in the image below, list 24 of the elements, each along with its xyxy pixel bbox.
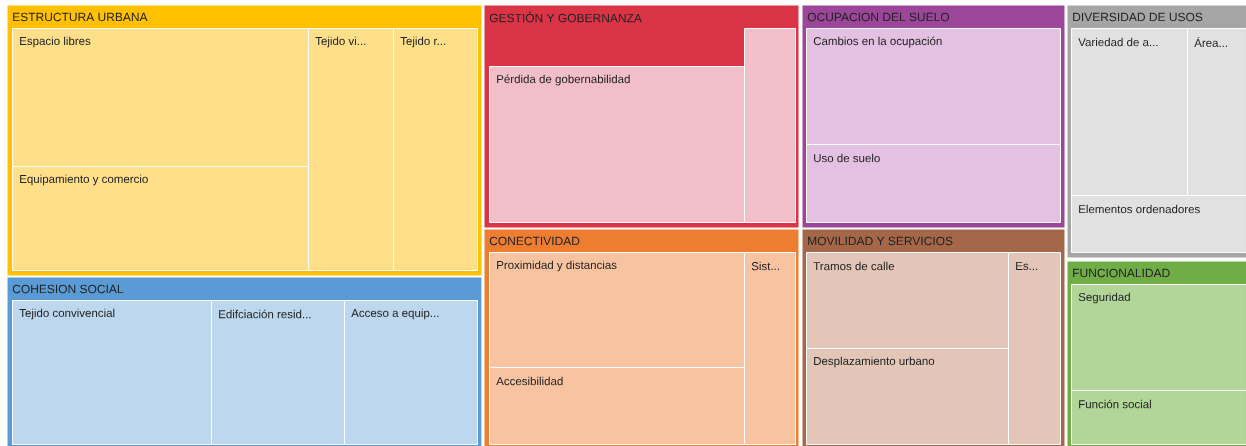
treemap-cell: Función social xyxy=(1071,390,1246,445)
node-label: Función social xyxy=(1079,399,1151,409)
node-label: Área... xyxy=(1194,36,1228,48)
treemap-cell: Tramos de calle xyxy=(806,252,1009,349)
treemap-cell: Equipamiento y comercio xyxy=(12,166,309,271)
treemap-cell xyxy=(744,28,796,223)
treemap-cell: Tejido r... xyxy=(393,28,478,271)
treemap-cell: Tejido vi... xyxy=(308,28,394,271)
node-label: Seguridad xyxy=(1078,292,1130,304)
treemap-cell: Seguridad xyxy=(1071,284,1246,391)
treemap-cell: Área... xyxy=(1187,28,1246,196)
treemap-cell: Variedad de a... xyxy=(1071,28,1188,196)
treemap-cell: Elementos ordenadores xyxy=(1071,195,1246,253)
treemap-cell: Cambios en la ocupación xyxy=(806,28,1061,145)
treemap-cell: Acceso a equip... xyxy=(344,300,478,445)
node-label: Elementos ordenadores xyxy=(1079,204,1200,214)
treemap-cell: Es... xyxy=(1008,252,1061,445)
treemap-cell: Sist... xyxy=(744,252,796,445)
treemap-cell: Espacio libres xyxy=(12,28,309,167)
treemap-cell: Uso de suelo xyxy=(806,144,1061,223)
treemap-cell: Edifciación resid... xyxy=(211,300,345,445)
treemap-cell: Accesibilidad xyxy=(489,367,745,445)
treemap-cell: Tejido convivencial xyxy=(12,300,212,445)
treemap-cell: Desplazamiento urbano xyxy=(806,348,1009,445)
